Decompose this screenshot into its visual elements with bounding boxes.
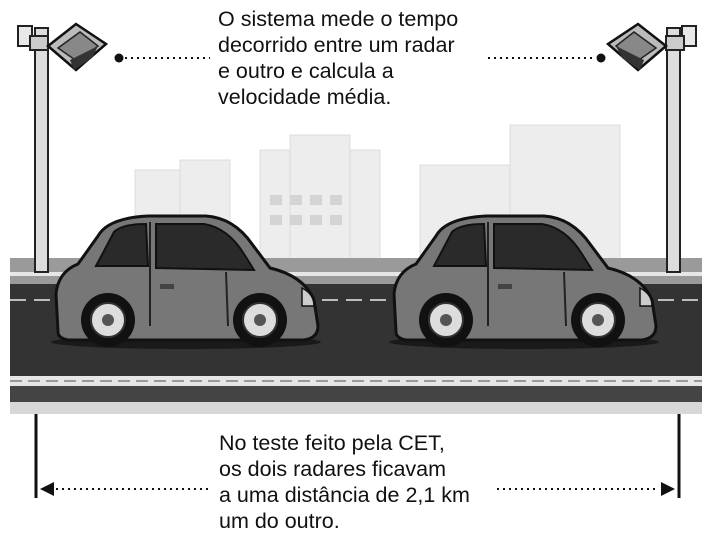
- radar-leader-lines: [114, 53, 606, 63]
- caption-line: No teste feito pela CET,: [219, 431, 445, 455]
- radar-pole-left: [17, 22, 109, 273]
- caption-line: os dois radares ficavam: [219, 457, 447, 481]
- radar-pole-right: [605, 22, 697, 273]
- caption-line: O sistema mede o tempo: [218, 7, 459, 31]
- radar-explanation-text: O sistema mede o tempo decorrido entre u…: [218, 6, 458, 110]
- caption-line: e outro e calcula a: [218, 59, 394, 83]
- distance-dimension: [34, 414, 681, 498]
- caption-line: um do outro.: [219, 509, 340, 533]
- distance-explanation-text: No teste feito pela CET, os dois radares…: [219, 430, 470, 534]
- caption-line: velocidade média.: [218, 85, 392, 109]
- caption-line: decorrido entre um radar: [218, 33, 455, 57]
- caption-line: a uma distância de 2,1 km: [219, 483, 470, 507]
